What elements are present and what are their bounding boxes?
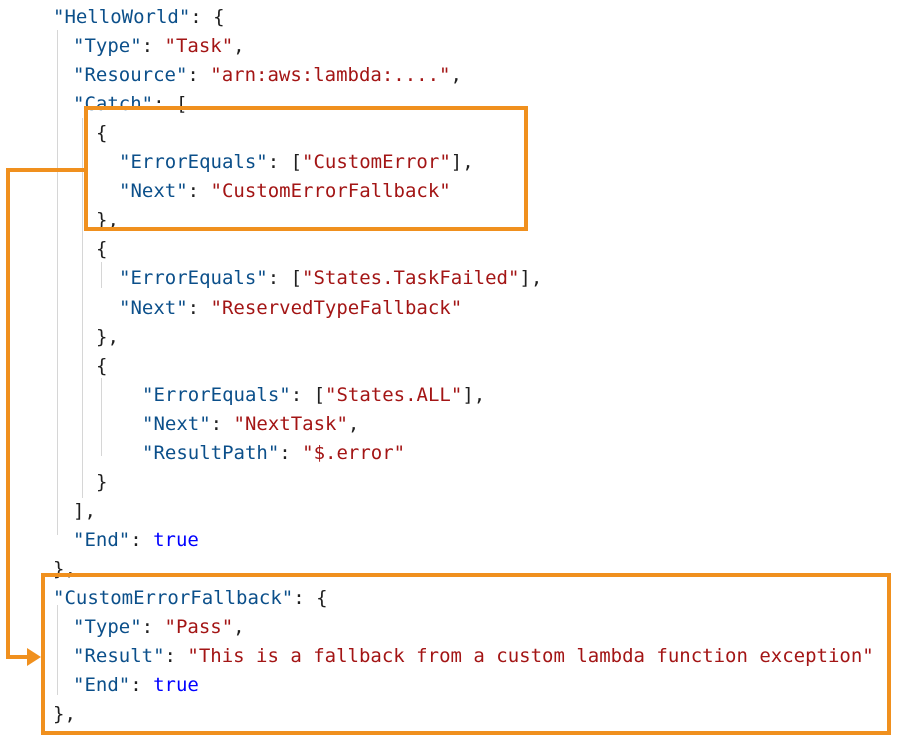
json-punctuation: ], (462, 383, 486, 406)
json-punctuation: : (187, 180, 211, 203)
json-punctuation: : { (293, 587, 328, 609)
json-punctuation: : [ (290, 383, 326, 406)
indent-guide (82, 118, 83, 498)
json-string: "$.error" (302, 441, 406, 464)
json-punctuation: : (187, 64, 211, 87)
json-punctuation: : (279, 441, 303, 464)
json-string: "Pass" (164, 616, 234, 639)
json-key: "Resource" (73, 64, 188, 87)
json-punctuation: { (96, 238, 108, 261)
code-line: } (96, 468, 107, 497)
json-punctuation: : [ (267, 151, 303, 174)
code-line: "End": true (73, 526, 199, 555)
catch-custom-error-highlight (84, 106, 528, 231)
json-punctuation: }, (96, 325, 119, 348)
json-punctuation: : [ (267, 267, 303, 290)
json-punctuation: }, (96, 209, 119, 232)
json-punctuation: } (96, 470, 108, 493)
json-string: "States.ALL" (325, 383, 463, 406)
json-key: "HelloWorld" (53, 6, 191, 28)
json-key: "ErrorEquals" (142, 383, 291, 406)
json-punctuation: : (130, 528, 154, 551)
json-string: "CustomError" (302, 151, 451, 174)
json-punctuation: , (347, 412, 360, 435)
code-line: "End": true (73, 671, 199, 700)
code-line: "Next": "NextTask", (142, 410, 359, 439)
code-line: { (96, 119, 107, 148)
json-string: "This is a fallback from a custom lambda… (187, 645, 874, 668)
code-line: }, (96, 323, 119, 352)
json-string: "CustomErrorFallback" (210, 180, 451, 203)
json-punctuation: { (96, 354, 108, 377)
json-string: "Task" (164, 35, 234, 58)
code-line: { (96, 352, 107, 381)
code-line: "ErrorEquals": ["States.ALL"], (142, 381, 485, 410)
json-boolean: true (153, 674, 199, 697)
json-string: "arn:aws:lambda:...." (210, 64, 451, 87)
json-punctuation: ], (450, 151, 474, 174)
code-line: "CustomErrorFallback": { (53, 584, 328, 613)
custom-error-fallback-highlight (41, 573, 891, 735)
json-punctuation: ], (73, 499, 96, 522)
json-string: "ReservedTypeFallback" (210, 296, 463, 319)
code-line: "Next": "CustomErrorFallback" (119, 177, 451, 206)
json-punctuation: : (164, 645, 188, 668)
json-punctuation: , (233, 616, 245, 639)
json-key: "ErrorEquals" (119, 267, 268, 290)
json-string: "States.TaskFailed" (302, 267, 520, 290)
code-line: "Type": "Task", (73, 32, 245, 61)
code-line: ], (73, 497, 96, 526)
json-key: "Next" (119, 180, 188, 203)
code-line: { (96, 235, 107, 264)
json-punctuation: , (233, 35, 245, 58)
json-punctuation: : (187, 296, 211, 319)
json-key: "Next" (142, 412, 211, 435)
json-key: "ErrorEquals" (119, 151, 268, 174)
code-line: }, (96, 206, 119, 235)
indent-guide (101, 378, 102, 456)
code-line: }, (53, 700, 76, 729)
indent-guide (101, 262, 102, 288)
json-boolean: true (153, 528, 199, 551)
json-punctuation: { (96, 122, 108, 145)
json-punctuation: ], (519, 267, 543, 290)
code-line: "ErrorEquals": ["CustomError"], (119, 148, 474, 177)
json-punctuation: , (450, 64, 462, 87)
json-key: "Next" (119, 296, 188, 319)
code-line: "Next": "ReservedTypeFallback" (119, 294, 462, 323)
code-line: "Result": "This is a fallback from a cus… (73, 642, 874, 671)
json-key: "End" (73, 528, 131, 551)
json-key: "CustomErrorFallback" (53, 587, 294, 609)
json-key: "Result" (73, 645, 165, 668)
indent-guide (57, 30, 58, 535)
json-punctuation: : [ (153, 93, 188, 116)
indent-guide (57, 605, 58, 695)
code-line: "HelloWorld": { (53, 3, 225, 32)
json-key: "End" (73, 674, 131, 697)
code-line: "ErrorEquals": ["States.TaskFailed"], (119, 264, 542, 293)
code-line: "ResultPath": "$.error" (142, 439, 405, 468)
json-punctuation: : (130, 674, 154, 697)
json-key: "Type" (73, 35, 142, 58)
json-key: "ResultPath" (142, 441, 280, 464)
json-punctuation: : (141, 616, 165, 639)
json-punctuation: }, (53, 703, 76, 726)
json-punctuation: : { (190, 6, 225, 28)
code-line: "Resource": "arn:aws:lambda:....", (73, 61, 462, 90)
json-key: "Type" (73, 616, 142, 639)
code-line: "Type": "Pass", (73, 613, 245, 642)
json-punctuation: : (210, 412, 234, 435)
json-punctuation: : (141, 35, 165, 58)
json-string: "NextTask" (233, 412, 348, 435)
